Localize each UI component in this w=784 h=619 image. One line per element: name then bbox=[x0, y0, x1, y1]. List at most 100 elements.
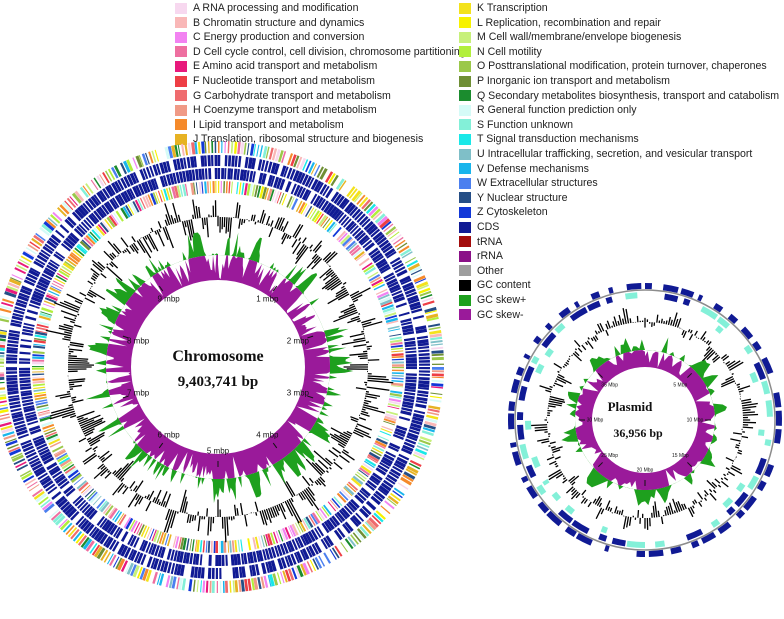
legend-item: Z Cytoskeleton bbox=[459, 205, 548, 219]
legend-item: J Translation, ribosomal structure and b… bbox=[175, 132, 423, 146]
tick-label: 25 Mbp bbox=[601, 453, 618, 459]
legend-item: GC skew+ bbox=[459, 293, 526, 307]
legend-swatch bbox=[459, 104, 471, 116]
legend-label: V Defense mechanisms bbox=[477, 162, 589, 175]
legend-swatch bbox=[175, 17, 187, 29]
legend-swatch bbox=[459, 17, 471, 29]
legend-item: GC skew- bbox=[459, 308, 524, 322]
legend-item: B Chromatin structure and dynamics bbox=[175, 16, 364, 30]
legend-swatch bbox=[459, 309, 471, 321]
legend-label: M Cell wall/membrane/envelope biogenesis bbox=[477, 31, 682, 44]
legend-item: Q Secondary metabolites biosynthesis, tr… bbox=[459, 89, 779, 103]
legend-label: CDS bbox=[477, 221, 500, 233]
tick-label: 8 mbp bbox=[127, 337, 150, 346]
plasmid-title: Plasmid bbox=[608, 399, 654, 414]
legend-swatch bbox=[459, 279, 471, 291]
tick-label: 35 Mbp bbox=[601, 382, 618, 388]
legend-swatch bbox=[459, 2, 471, 14]
tick-label: 7 mbp bbox=[127, 389, 150, 398]
plasmid-size: 36,956 bp bbox=[613, 426, 663, 440]
legend-label: N Cell motility bbox=[477, 45, 542, 58]
legend-item: P Inorganic ion transport and metabolism bbox=[459, 74, 670, 88]
legend-item: I Lipid transport and metabolism bbox=[175, 118, 344, 132]
legend-label: G Carbohydrate transport and metabolism bbox=[193, 89, 391, 102]
legend-label: A RNA processing and modification bbox=[193, 2, 359, 14]
legend-item: T Signal transduction mechanisms bbox=[459, 132, 639, 146]
legend-label: O Posttranslational modification, protei… bbox=[477, 60, 767, 73]
legend-label: GC skew- bbox=[477, 308, 524, 321]
legend-item: M Cell wall/membrane/envelope biogenesis bbox=[459, 30, 681, 44]
chromosome-cog-forward bbox=[0, 141, 444, 594]
legend-item: G Carbohydrate transport and metabolism bbox=[175, 89, 391, 103]
legend-swatch bbox=[175, 104, 187, 116]
plasmid-gc-content bbox=[531, 307, 759, 530]
tick-label: 30 Mbp bbox=[587, 418, 604, 424]
legend-item: CDS bbox=[459, 220, 499, 234]
legend-swatch bbox=[459, 133, 471, 145]
tick-label: 1 mbp bbox=[256, 295, 279, 304]
legend-item: GC content bbox=[459, 278, 531, 292]
legend-label: W Extracellular structures bbox=[477, 177, 598, 190]
tick-label: 6 mbp bbox=[158, 431, 181, 440]
legend-swatch bbox=[459, 90, 471, 102]
legend-item: A RNA processing and modification bbox=[175, 1, 358, 15]
legend-item: rRNA bbox=[459, 249, 503, 263]
legend-swatch bbox=[459, 46, 471, 58]
tick-label: 3 mbp bbox=[287, 389, 310, 398]
legend-label: tRNA bbox=[477, 235, 503, 248]
tick-label: 10 Mbp bbox=[687, 418, 704, 424]
legend-item: Other bbox=[459, 264, 504, 278]
legend-swatch bbox=[175, 133, 187, 145]
legend-swatch bbox=[459, 119, 471, 131]
plasmid-cds-inner bbox=[517, 292, 773, 548]
legend-label: GC content bbox=[477, 279, 531, 292]
legend-label: J Translation, ribosomal structure and b… bbox=[193, 133, 424, 146]
legend-item: O Posttranslational modification, protei… bbox=[459, 59, 767, 73]
legend-swatch bbox=[459, 250, 471, 262]
legend-label: F Nucleotide transport and metabolism bbox=[193, 75, 375, 87]
tick-label: 2 mbp bbox=[287, 337, 310, 346]
cog-legend: A RNA processing and modification B Chrom… bbox=[0, 0, 784, 321]
chromosome-title: Chromosome bbox=[172, 348, 263, 365]
legend-swatch bbox=[459, 236, 471, 248]
legend-item: L Replication, recombination and repair bbox=[459, 16, 661, 30]
legend-label: U Intracellular trafficking, secretion, … bbox=[477, 148, 753, 160]
legend-swatch bbox=[175, 90, 187, 102]
legend-label: Q Secondary metabolites biosynthesis, tr… bbox=[477, 89, 780, 102]
chromosome-size: 9,403,741 bp bbox=[178, 374, 258, 390]
legend-label: D Cell cycle control, cell division, chr… bbox=[193, 45, 466, 58]
tick-label: 5 Mbp bbox=[673, 382, 687, 388]
legend-swatch bbox=[175, 31, 187, 43]
legend-swatch bbox=[459, 31, 471, 43]
chromosome-gc-content bbox=[45, 199, 394, 543]
legend-swatch bbox=[459, 148, 471, 160]
legend-label: P Inorganic ion transport and metabolism bbox=[477, 75, 670, 87]
legend-item: E Amino acid transport and metabolism bbox=[175, 59, 377, 73]
plasmid-cog-ring bbox=[525, 300, 765, 540]
legend-label: K Transcription bbox=[477, 2, 548, 14]
legend-label: L Replication, recombination and repair bbox=[477, 16, 661, 29]
legend-item: F Nucleotide transport and metabolism bbox=[175, 74, 375, 88]
legend-item: N Cell motility bbox=[459, 45, 542, 59]
legend-swatch bbox=[459, 177, 471, 189]
legend-label: C Energy production and conversion bbox=[193, 31, 365, 44]
chromosome-cds-reverse bbox=[19, 167, 418, 566]
legend-item: U Intracellular trafficking, secretion, … bbox=[459, 147, 752, 161]
legend-item: Y Nuclear structure bbox=[459, 191, 567, 205]
legend-item: H Coenzyme transport and metabolism bbox=[175, 103, 377, 117]
legend-swatch bbox=[459, 60, 471, 72]
legend-label: Other bbox=[477, 264, 504, 277]
legend-label: E Amino acid transport and metabolism bbox=[193, 60, 378, 73]
legend-swatch bbox=[175, 119, 187, 131]
legend-swatch bbox=[459, 163, 471, 175]
legend-label: R General function prediction only bbox=[477, 104, 637, 117]
legend-swatch bbox=[175, 60, 187, 72]
tick-label: 15 Mbp bbox=[672, 453, 689, 459]
chromosome-cog-reverse bbox=[31, 180, 405, 553]
legend-label: H Coenzyme transport and metabolism bbox=[193, 104, 377, 117]
